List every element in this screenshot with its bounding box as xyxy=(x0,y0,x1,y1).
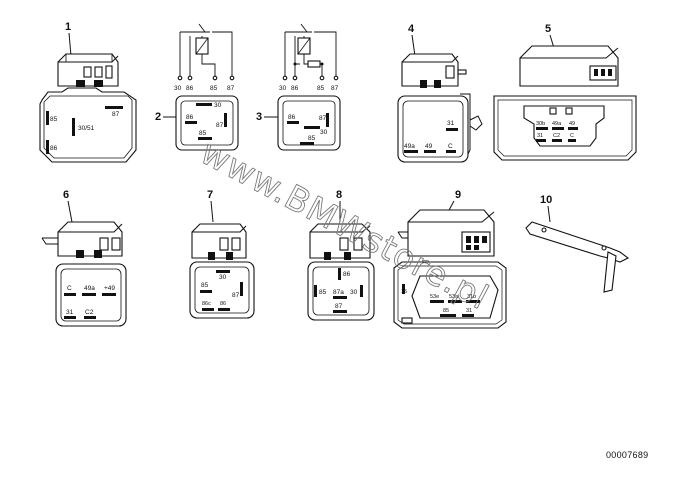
part-9: 9 15 53e 53a 31b 85 31 xyxy=(393,189,507,329)
pin-label: 49 xyxy=(569,121,575,127)
pin-label: 31 xyxy=(447,120,455,127)
pin-label: 30 xyxy=(350,289,358,296)
connector-face xyxy=(523,105,605,147)
callout-1: 1 xyxy=(65,21,71,33)
callout-7: 7 xyxy=(207,189,213,201)
callout-6: 6 xyxy=(63,189,69,201)
schematic-pin-label: 30 xyxy=(279,85,287,92)
mounting-bracket xyxy=(525,221,630,263)
part-1: 1 87 85 30/51 86 xyxy=(39,21,137,163)
pin-label: 15 xyxy=(401,289,407,295)
pin-label: C2 xyxy=(85,309,94,316)
socket-outline xyxy=(397,95,469,163)
document-number: 00007689 xyxy=(606,450,649,460)
pin-label: 86c xyxy=(202,301,211,307)
terminal xyxy=(94,80,103,87)
callout-10: 10 xyxy=(540,194,552,206)
relay-schematic: 30 86 85 87 xyxy=(279,23,339,92)
pin-label: 31 xyxy=(537,133,543,139)
part-8: 8 86 85 87a 30 87 xyxy=(307,189,375,321)
pin-label: 85 xyxy=(319,289,327,296)
part-10: 10 xyxy=(525,194,630,293)
pin-slot xyxy=(105,106,123,109)
callout-8: 8 xyxy=(336,189,342,201)
pin-label: 49a xyxy=(404,143,415,150)
schematic-pin-label: 85 xyxy=(317,85,325,92)
pin-label: 87 xyxy=(319,115,327,122)
pin-slot xyxy=(72,118,75,136)
pin-label: 30 xyxy=(219,274,227,281)
callout-4: 4 xyxy=(408,23,415,35)
pin-label: 86 xyxy=(186,114,194,121)
schematic-pin-label: 85 xyxy=(210,85,218,92)
schematic-pin-label: 86 xyxy=(291,85,299,92)
pin-label: 53e xyxy=(430,294,439,300)
socket-outline xyxy=(307,261,375,321)
pin-label: 31b xyxy=(467,294,476,300)
pin-label: 53a xyxy=(449,294,459,300)
pin-label: 87 xyxy=(112,111,120,118)
pin-label: 85 xyxy=(50,116,58,123)
pin-label: 85 xyxy=(443,308,449,314)
connector-face xyxy=(411,275,499,319)
pin-label: 31 xyxy=(466,308,472,314)
pin-label: 30 xyxy=(214,102,222,109)
schematic-pin-label: 30 xyxy=(174,85,182,92)
pin-label: C xyxy=(570,133,574,139)
part-5: 5 30b 49a 49 31 C2 C xyxy=(493,23,637,161)
terminal xyxy=(94,66,103,78)
part-6: 6 C 49a +49 31 C2 xyxy=(41,189,127,327)
pin-label: 85 xyxy=(199,130,207,137)
pin-label: +49 xyxy=(104,285,115,292)
pin-label: C2 xyxy=(553,133,560,139)
pin-label: 86 xyxy=(288,114,296,121)
leader-line xyxy=(68,32,72,57)
pin-label: 30b xyxy=(536,121,545,127)
part-3: 3 30 86 85 87 30 86 87 85 xyxy=(256,23,341,151)
pin-label: 86 xyxy=(50,145,58,152)
socket-outline xyxy=(277,95,341,151)
pin-label: 87 xyxy=(216,122,224,129)
pin-label: C xyxy=(67,285,72,292)
schematic-pin-label: 86 xyxy=(186,85,194,92)
pin-label: 87 xyxy=(232,292,240,299)
schematic-pin-label: 87 xyxy=(227,85,235,92)
pin-slot xyxy=(46,140,49,154)
socket-outline xyxy=(189,261,255,319)
pin-label: 30/51 xyxy=(78,125,95,132)
callout-3: 3 xyxy=(256,111,262,123)
pin-label: 30 xyxy=(320,129,328,136)
pin-label: 49 xyxy=(425,143,433,150)
pin-label: 87a xyxy=(333,289,344,296)
pin-slot xyxy=(46,111,49,125)
pin-label: C xyxy=(448,143,453,150)
terminal xyxy=(105,65,113,79)
socket-outline xyxy=(175,95,239,151)
pin-label: 87 xyxy=(335,303,343,310)
pin-label: 86 xyxy=(343,271,351,278)
part-7: 7 30 85 87 86c 86 xyxy=(189,189,255,319)
pin-label: 31 xyxy=(66,309,74,316)
part-4: 4 31 49a 49 C xyxy=(397,23,483,163)
pin-label: 85 xyxy=(308,135,316,142)
schematic-pin-label: 87 xyxy=(331,85,339,92)
pin-label: 85 xyxy=(201,282,209,289)
callout-9: 9 xyxy=(455,189,461,201)
terminal xyxy=(76,80,85,87)
callout-2: 2 xyxy=(155,111,161,123)
pin-label: 49a xyxy=(84,285,95,292)
terminal xyxy=(83,66,92,78)
pin-label: 49a xyxy=(552,121,562,127)
relay-schematic: 30 86 85 87 xyxy=(174,23,235,92)
pin-label: 86 xyxy=(220,301,226,307)
part-2: 2 30 86 85 87 30 86 87 85 xyxy=(155,23,239,151)
callout-5: 5 xyxy=(545,23,551,35)
